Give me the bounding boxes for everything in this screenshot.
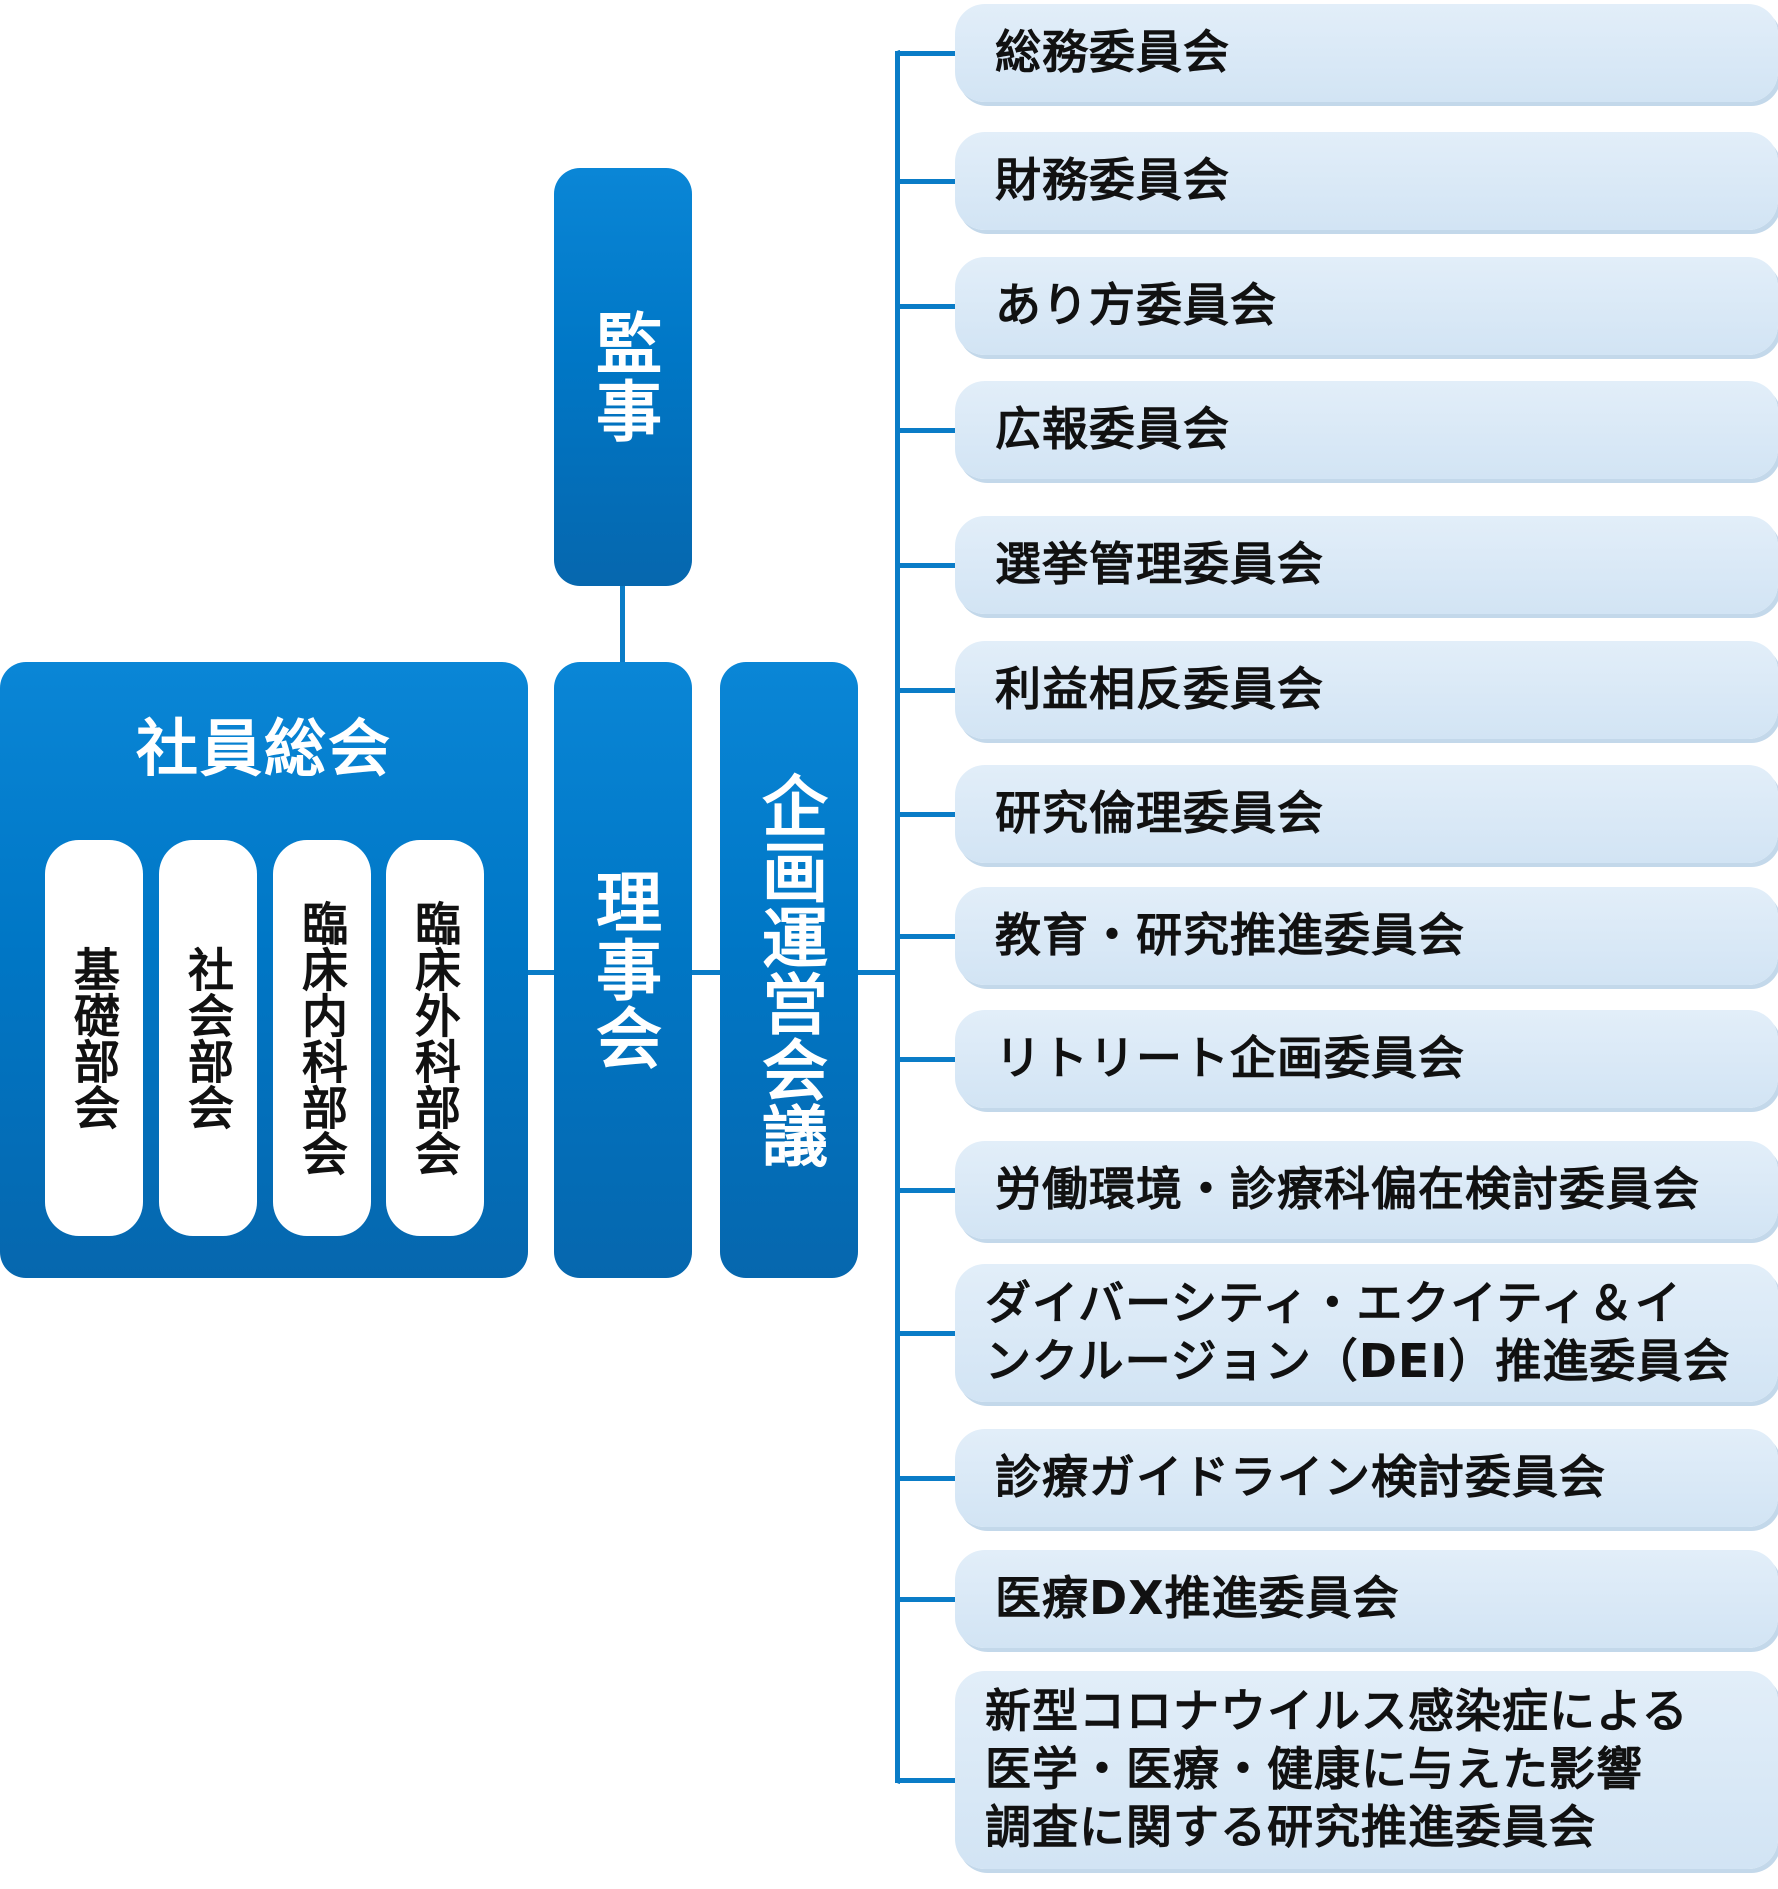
committee-research-ethics: 研究倫理委員会 <box>955 765 1778 863</box>
committee-retreat-planning: リトリート企画委員会 <box>955 1010 1778 1108</box>
committee-branch-line <box>895 51 955 56</box>
committee-work-environment: 労働環境・診療科偏在検討委員会 <box>955 1141 1778 1239</box>
committee-branch-line <box>895 1331 955 1336</box>
committee-conflict-of-interest: 利益相反委員会 <box>955 641 1778 739</box>
committee-trunk-line <box>895 50 900 1784</box>
committee-label: 財務委員会 <box>995 153 1230 208</box>
section-label: 基礎部会 <box>67 946 121 1130</box>
committee-branch-line <box>895 688 955 693</box>
committee-branch-line <box>895 304 955 309</box>
board-planning-connector <box>692 970 720 975</box>
assembly-board-connector <box>528 970 554 975</box>
board-box: 理事会 <box>554 662 692 1278</box>
committee-label: 労働環境・診療科偏在検討委員会 <box>995 1162 1700 1217</box>
committee-clinical-guidelines: 診療ガイドライン検討委員会 <box>955 1429 1778 1527</box>
section-basic: 基礎部会 <box>45 840 143 1236</box>
committee-branch-line <box>895 428 955 433</box>
committee-label: 新型コロナウイルス感染症による 医学・医療・健康に与えた影響 調査に関する研究推… <box>985 1684 1689 1854</box>
committee-label: 選挙管理委員会 <box>995 537 1324 592</box>
section-label: 臨床内科部会 <box>295 900 349 1176</box>
committee-branch-line <box>895 812 955 817</box>
committee-label: あり方委員会 <box>995 278 1277 333</box>
auditor-board-connector <box>620 586 625 662</box>
committee-label: ダイバーシティ・エクイティ＆イ ンクルージョン（DEI）推進委員会 <box>985 1276 1731 1388</box>
committee-label: 診療ガイドライン検討委員会 <box>995 1450 1606 1505</box>
committee-vision: あり方委員会 <box>955 257 1778 355</box>
section-label: 臨床外科部会 <box>408 900 462 1176</box>
committee-label: 総務委員会 <box>995 25 1230 80</box>
section-social: 社会部会 <box>159 840 257 1236</box>
planning-council-box: 企画運営会議 <box>720 662 858 1278</box>
general-assembly-title: 社員総会 <box>135 712 392 785</box>
auditor-label: 監事 <box>585 309 662 445</box>
board-label: 理事会 <box>585 868 662 1072</box>
committee-branch-line <box>895 1057 955 1062</box>
section-clinical-internal: 臨床内科部会 <box>273 840 371 1236</box>
committee-branch-line <box>895 563 955 568</box>
committee-dei: ダイバーシティ・エクイティ＆イ ンクルージョン（DEI）推進委員会 <box>955 1264 1778 1402</box>
committee-branch-line <box>895 1476 955 1481</box>
committee-label: 医療DX推進委員会 <box>995 1571 1400 1626</box>
committee-finance: 財務委員会 <box>955 132 1778 230</box>
auditor-box: 監事 <box>554 168 692 586</box>
committee-label: 広報委員会 <box>995 402 1230 457</box>
general-assembly-box: 社員総会 基礎部会 社会部会 臨床内科部会 臨床外科部会 <box>0 662 528 1278</box>
committee-branch-line <box>895 1778 955 1783</box>
committee-medical-dx: 医療DX推進委員会 <box>955 1550 1778 1648</box>
committee-label: 研究倫理委員会 <box>995 786 1324 841</box>
committee-education-research: 教育・研究推進委員会 <box>955 887 1778 985</box>
committee-label: 教育・研究推進委員会 <box>995 908 1465 963</box>
planning-trunk-connector <box>858 970 900 975</box>
committee-branch-line <box>895 934 955 939</box>
committee-election: 選挙管理委員会 <box>955 516 1778 614</box>
section-clinical-surgical: 臨床外科部会 <box>386 840 484 1236</box>
committee-public-relations: 広報委員会 <box>955 381 1778 479</box>
committee-branch-line <box>895 1188 955 1193</box>
section-label: 社会部会 <box>181 946 235 1130</box>
committee-branch-line <box>895 179 955 184</box>
committee-branch-line <box>895 1597 955 1602</box>
committee-label: リトリート企画委員会 <box>995 1031 1465 1086</box>
planning-council-label: 企画運営会議 <box>751 772 828 1168</box>
committee-general-affairs: 総務委員会 <box>955 4 1778 102</box>
committee-label: 利益相反委員会 <box>995 662 1324 717</box>
committee-covid-research: 新型コロナウイルス感染症による 医学・医療・健康に与えた影響 調査に関する研究推… <box>955 1671 1778 1869</box>
